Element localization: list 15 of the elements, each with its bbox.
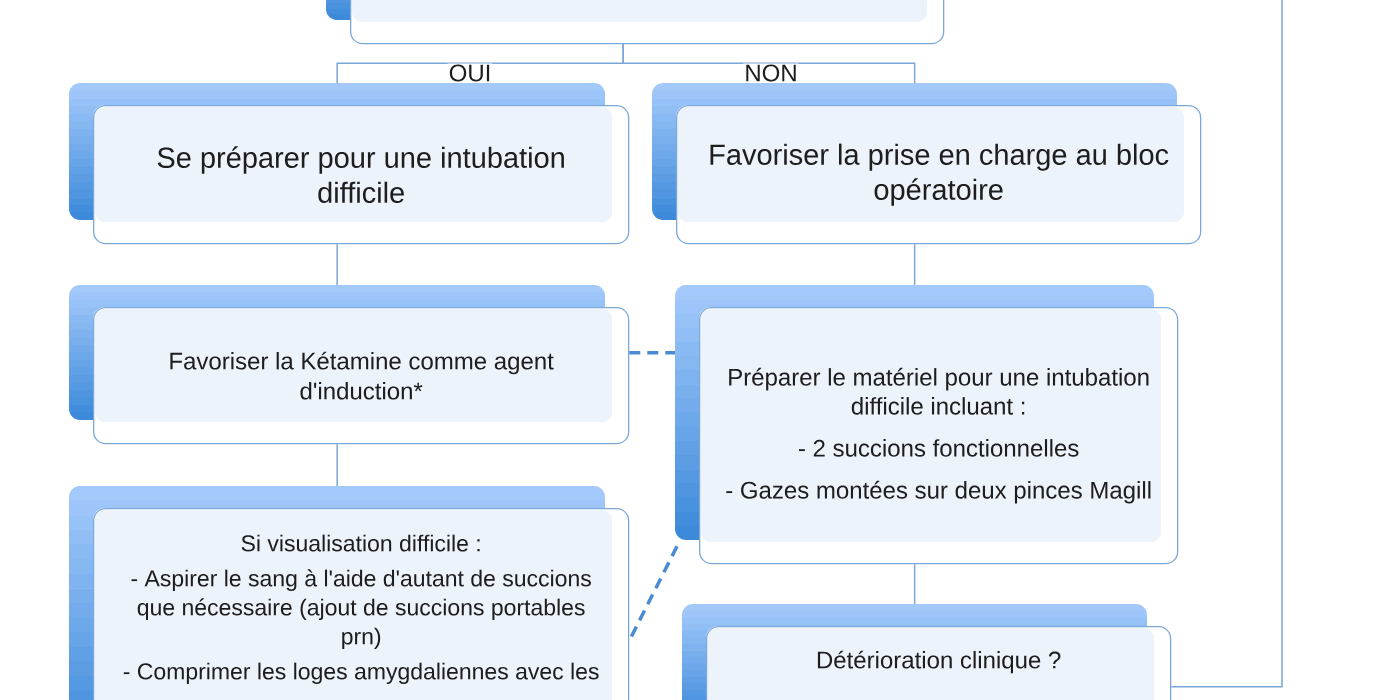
edge-label: OUI: [447, 63, 493, 83]
process-box: Favoriser la prise en charge au bloc opératoire: [652, 83, 1202, 245]
process-box: Favoriser la Kétamine comme agent d'induction*: [69, 285, 630, 445]
edge-label: NON: [743, 63, 799, 83]
process-box: Se préparer pour une intubation difficile: [69, 83, 630, 245]
connector-line: [1170, 0, 1283, 688]
connector-line: [336, 443, 338, 487]
connector-line: [913, 563, 916, 605]
process-box: Préparer le matériel pour une intubation difficile incluant : - 2 succions fonctionnelles - Gazes montées sur deux pinces Magill: [675, 285, 1179, 565]
process-box: Si visualisation difficile : - Aspirer le sang à l'aide d'autant de succions que nécessaire (ajout de succions portables prn) - Comprimer les loges amygdaliennes avec les: [69, 486, 630, 700]
process-box: Détérioration clinique ?: [682, 604, 1172, 700]
connector-line: [336, 243, 338, 286]
dashed-line: [629, 350, 675, 355]
connector-line: [913, 243, 916, 286]
process-box: [326, 0, 945, 45]
